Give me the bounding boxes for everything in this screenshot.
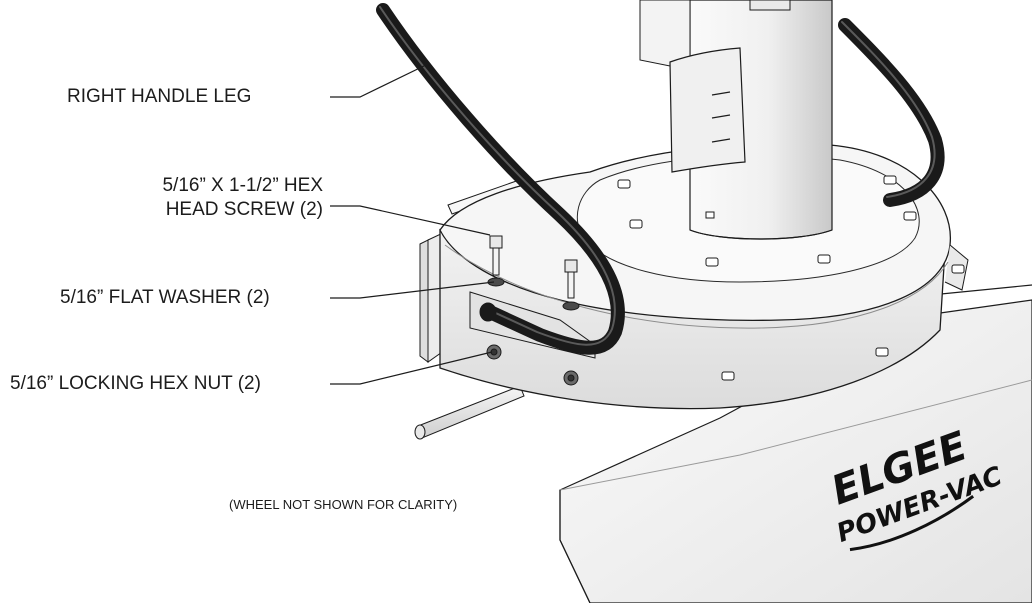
callout-flat-washer: 5/16” FLAT WASHER (2): [60, 287, 270, 308]
note-wheel-not-shown: (WHEEL NOT SHOWN FOR CLARITY): [229, 497, 458, 512]
callout-right-handle-leg: RIGHT HANDLE LEG: [67, 86, 252, 107]
callout-locking-hex-nut: 5/16” LOCKING HEX NUT (2): [10, 373, 261, 394]
hardware: [486, 235, 580, 386]
callout-hex-head-screw-line1: 5/16” X 1-1/2” HEX: [162, 175, 323, 196]
axle-rod: [414, 385, 525, 440]
motor: [639, 0, 833, 240]
callout-hex-head-screw: 5/16” X 1-1/2” HEX HEAD SCREW (2): [162, 174, 323, 222]
callout-hex-head-screw-line2: HEAD SCREW (2): [165, 199, 323, 220]
housing-bolts: [617, 175, 965, 381]
handle: [376, 3, 945, 355]
leader-lines: [330, 62, 495, 385]
